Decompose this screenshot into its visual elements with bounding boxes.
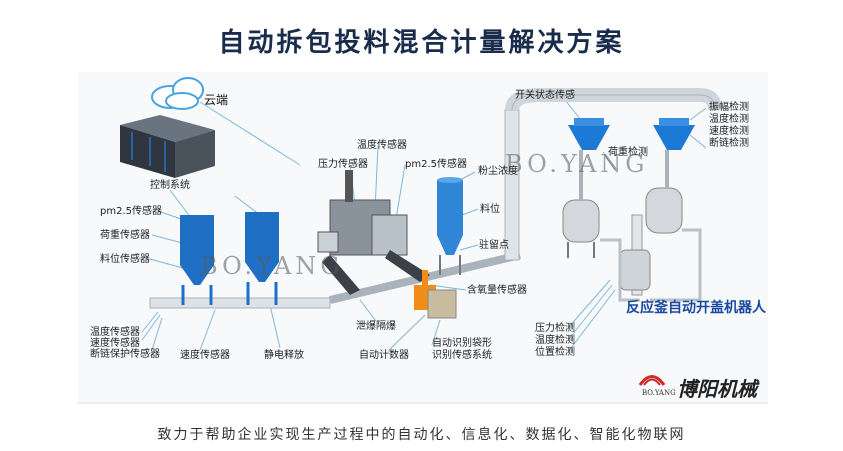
label-residue: 驻留点	[479, 240, 509, 251]
label-load-left: 荷重传感器	[100, 230, 150, 241]
reactor-left	[562, 150, 600, 258]
logo-brand: 博阳机械	[677, 377, 757, 401]
label-switch-state: 开关状态传感	[515, 90, 575, 101]
silo	[437, 177, 463, 275]
label-static: 静电释放	[264, 350, 304, 361]
label-position-detect: 位置检测	[535, 347, 575, 358]
label-robot: 反应釜自动开盖机器人	[626, 300, 766, 316]
label-pressure: 压力传感器	[318, 159, 368, 170]
label-pressure-detect: 压力检测	[535, 323, 575, 334]
watermark-left: BO.YANG	[200, 252, 344, 280]
label-cloud: 云端	[204, 93, 229, 107]
page-title: 自动拆包投料混合计量解决方案	[218, 28, 625, 58]
footer-slogan: 致力于帮助企业实现生产过程中的自动化、信息化、数据化、智能化物联网	[157, 427, 686, 443]
label-temp-bl: 温度传感器	[90, 327, 140, 338]
label-speed-bottom: 速度传感器	[180, 350, 230, 361]
label-pm25-left: pm2.5传感器	[100, 206, 162, 217]
label-speed-detect: 速度检测	[709, 126, 749, 137]
dust-collector-left	[180, 215, 214, 305]
label-auto-id: 自动识别袋形	[432, 338, 492, 349]
label-load-detect: 荷重检测	[608, 147, 648, 158]
logo-sub: BO.YANG	[642, 389, 676, 397]
label-level: 料位	[480, 204, 500, 215]
cloud-icon	[151, 77, 204, 110]
weighing-hopper-left	[568, 118, 610, 150]
label-dust: 粉尘浓度	[478, 166, 518, 177]
dust-collector-right	[245, 212, 279, 305]
reactor-right	[619, 150, 683, 296]
label-counter: 自动计数器	[359, 350, 409, 361]
label-speed-bl: 速度传感器	[90, 338, 140, 349]
weighing-hopper-right	[653, 118, 695, 150]
label-control-system: 控制系统	[150, 180, 190, 191]
label-level-left: 料位传感器	[100, 254, 150, 265]
label-temp-top: 温度传感器	[357, 140, 407, 151]
label-temp-detect-2: 温度检测	[535, 335, 575, 346]
label-temp-detect: 温度检测	[709, 114, 749, 125]
boyang-logo-icon	[638, 375, 666, 386]
control-cabinet-icon	[120, 115, 215, 178]
label-pm25-mid: pm2.5传感器	[405, 159, 467, 170]
robot-arm	[414, 270, 457, 319]
label-explosion: 泄爆隔爆	[356, 321, 396, 332]
label-chain-bl: 断链保护传感器	[90, 349, 160, 360]
label-id-system: 识别传感系统	[432, 350, 492, 361]
label-chain-detect: 断链检测	[709, 138, 749, 149]
watermark-right: BO.YANG	[505, 150, 649, 178]
label-vibration: 振幅检测	[709, 102, 749, 113]
label-oxygen: 含氧量传感器	[467, 285, 527, 296]
pipe-network	[600, 228, 702, 302]
unpacking-machine	[317, 170, 430, 295]
